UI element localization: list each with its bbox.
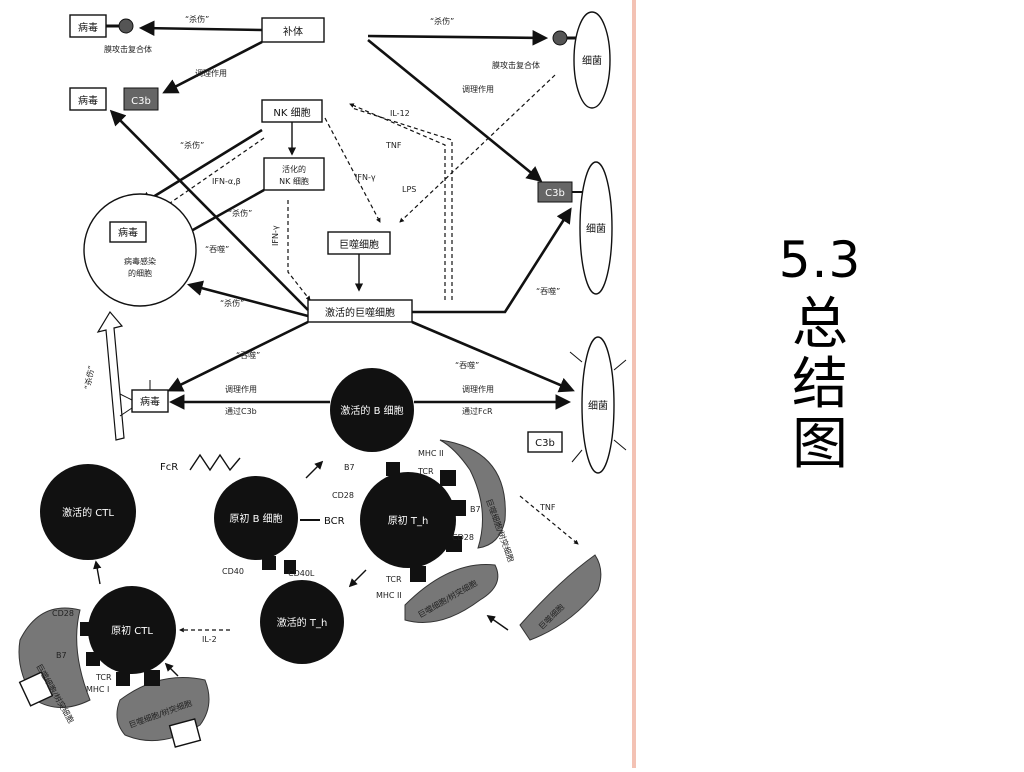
naive-th-label: 原初 T_h bbox=[388, 514, 429, 527]
cd28-3-label: CD28 bbox=[52, 609, 74, 618]
edge-opsonize-1: 调理作用 bbox=[195, 68, 227, 78]
apc-ctl-2-node: 巨噬细胞/树突细胞 bbox=[116, 677, 210, 748]
bcr-label: BCR bbox=[324, 516, 345, 527]
edge-lysis-4: “杀伤” bbox=[228, 208, 252, 218]
diagram-svg: 补体 病毒 膜攻击复合体 “杀伤” 病毒 C3b 调理作用 bbox=[18, 11, 627, 748]
mhc2-1-label: MHC II bbox=[418, 449, 444, 458]
title-number: 5.3 bbox=[778, 231, 862, 289]
activated-macrophage-node: 激活的巨噬细胞 bbox=[307, 299, 413, 323]
edge-opsonize-fcr-1: 调理作用 bbox=[462, 384, 494, 394]
activated-macrophage-label: 激活的巨噬细胞 bbox=[325, 306, 395, 319]
c3b-right-node: C3b bbox=[537, 181, 573, 203]
virus-bottom-label: 病毒 bbox=[140, 395, 160, 408]
activated-nk-label-2: NK 细胞 bbox=[279, 176, 309, 186]
c3b-right-label: C3b bbox=[545, 188, 565, 199]
virus-left-label: 病毒 bbox=[78, 94, 98, 107]
bacteria-mid-node: 细菌 bbox=[579, 161, 613, 295]
edge-il12: IL-12 bbox=[390, 109, 410, 118]
edge-phago-1: “吞噬” bbox=[205, 244, 229, 254]
apc-far-right-node: 巨噬细胞 bbox=[519, 554, 602, 641]
title-text: 总结图 bbox=[792, 292, 848, 477]
b7-3-label: B7 bbox=[56, 651, 67, 660]
bacteria-mid-label: 细菌 bbox=[586, 222, 606, 235]
virus-bottom-node: 病毒 bbox=[119, 380, 169, 417]
edge-lysis-2: “杀伤” bbox=[430, 16, 454, 26]
naive-b-node: 原初 B 细胞 bbox=[214, 476, 298, 560]
nk-cell-node: NK 细胞 bbox=[261, 99, 323, 123]
mhc1-label: MHC I bbox=[86, 685, 109, 694]
immune-summary-diagram: 补体 病毒 膜攻击复合体 “杀伤” 病毒 C3b 调理作用 bbox=[18, 11, 627, 748]
activated-th-node: 激活的 T_h bbox=[260, 580, 344, 664]
edge-opsonize-fcr-2: 通过FcR bbox=[462, 406, 493, 416]
edge-ifn-g-2: IFN-γ bbox=[271, 225, 280, 246]
nk-label: NK 细胞 bbox=[273, 106, 310, 119]
fcr-label: FcR bbox=[160, 462, 178, 473]
edge-lysis-1: “杀伤” bbox=[185, 14, 209, 24]
naive-th-node: 原初 T_h bbox=[360, 462, 466, 582]
bacteria-bottom-label: 细菌 bbox=[588, 399, 608, 412]
edge-phago-3: “吞噬” bbox=[536, 286, 560, 296]
tcr-1-label: TCR bbox=[417, 467, 434, 476]
activated-th-label: 激活的 T_h bbox=[277, 616, 328, 629]
edge-phago-2: “吞噬” bbox=[236, 350, 260, 360]
activated-b-node: 激活的 B 细胞 bbox=[330, 368, 414, 452]
edge-lysis-3: “杀伤” bbox=[180, 140, 204, 150]
c3b-bottom-label: C3b bbox=[535, 438, 555, 449]
virus-top-label: 病毒 bbox=[78, 21, 98, 34]
activated-nk-label-1: 活化的 bbox=[282, 164, 306, 174]
bacteria-top-label: 细菌 bbox=[582, 54, 602, 67]
naive-b-label: 原初 B 细胞 bbox=[229, 512, 282, 525]
macrophage-node: 巨噬细胞 bbox=[327, 231, 391, 255]
panel-divider bbox=[632, 0, 636, 768]
infected-cell-label-1: 病毒感染 bbox=[124, 256, 156, 266]
naive-ctl-node: 原初 CTL bbox=[80, 586, 176, 686]
virus-left-node: 病毒 C3b bbox=[69, 87, 159, 111]
edge-tnf-2: TNF bbox=[539, 503, 556, 512]
activated-b-label: 激活的 B 细胞 bbox=[340, 404, 403, 417]
edge-opsonize-2: 调理作用 bbox=[462, 84, 494, 94]
cd28-2-label: CD28 bbox=[452, 533, 474, 542]
cd40-label: CD40 bbox=[222, 567, 244, 576]
macrophage-label: 巨噬细胞 bbox=[339, 238, 379, 251]
slide-title: 5.3 总结图 bbox=[720, 225, 920, 475]
infected-cell-virus-label: 病毒 bbox=[118, 226, 138, 239]
edge-lps: LPS bbox=[402, 185, 416, 194]
complement-node: 补体 bbox=[261, 17, 325, 43]
mac-icon bbox=[118, 18, 134, 34]
activated-nk-node: 活化的 NK 细胞 bbox=[263, 157, 325, 191]
edge-opsonize-c3b-2: 通过C3b bbox=[225, 406, 257, 416]
naive-ctl-label: 原初 CTL bbox=[111, 624, 153, 637]
infected-cell-label-2: 的细胞 bbox=[128, 268, 152, 278]
edge-ifn-g: IFN-γ bbox=[355, 173, 376, 182]
complement-label: 补体 bbox=[283, 25, 303, 38]
activated-ctl-node: 激活的 CTL bbox=[40, 464, 136, 560]
hollow-arrow bbox=[96, 310, 125, 441]
bacteria-bottom-node: 细菌 bbox=[569, 336, 627, 474]
c3b-left-label: C3b bbox=[131, 96, 151, 107]
apc-ctl-1-node: 巨噬细胞/树突细胞 bbox=[18, 607, 91, 725]
activated-ctl-label: 激活的 CTL bbox=[62, 506, 114, 519]
mac-right-label: 膜攻击复合体 bbox=[492, 60, 540, 70]
infected-cell-node: 病毒 病毒感染 的细胞 bbox=[83, 193, 197, 307]
edge-ifn-ab: IFN-α,β bbox=[212, 177, 241, 186]
cd28-1-label: CD28 bbox=[332, 491, 354, 500]
edge-lysis-5: “杀伤” bbox=[220, 298, 244, 308]
edge-il2: IL-2 bbox=[202, 635, 217, 644]
mhc2-2-label: MHC II bbox=[376, 591, 402, 600]
b7-2-label: B7 bbox=[470, 505, 481, 514]
edge-lysis-6: “杀伤” bbox=[82, 365, 96, 391]
virus-top-node: 病毒 膜攻击复合体 bbox=[69, 14, 152, 54]
tcr-3-label: TCR bbox=[95, 673, 112, 682]
edge-tnf: TNF bbox=[385, 141, 402, 150]
c3b-bottom-node: C3b bbox=[527, 431, 563, 453]
tcr-2-label: TCR bbox=[385, 575, 402, 584]
cd40l-label: CD40L bbox=[288, 569, 315, 578]
edge-opsonize-c3b-1: 调理作用 bbox=[225, 384, 257, 394]
bacteria-top-node: 细菌 bbox=[573, 11, 611, 109]
edge-phago-4: “吞噬” bbox=[455, 360, 479, 370]
b7-1-label: B7 bbox=[344, 463, 355, 472]
mac-left-label: 膜攻击复合体 bbox=[104, 44, 152, 54]
